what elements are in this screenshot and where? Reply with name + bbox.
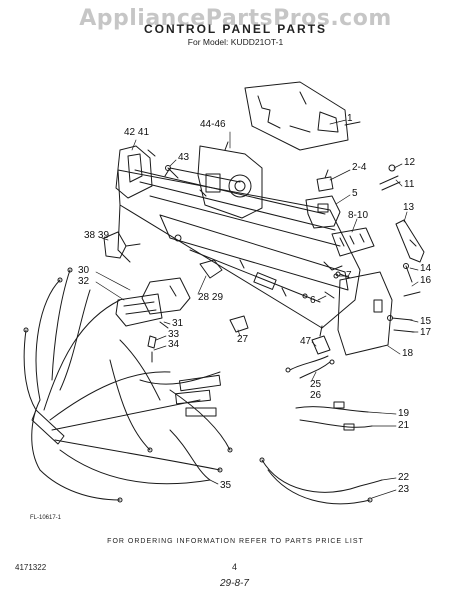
callout-6: 6: [310, 295, 316, 306]
callout-38-39: 38 39: [84, 230, 110, 241]
part-44-46-switch-assembly: [197, 141, 263, 219]
callout-2-4: 2-4: [352, 162, 367, 173]
callout-31: 31: [172, 318, 184, 329]
part-27-knob: [229, 315, 249, 333]
callout-13: 13: [403, 202, 415, 213]
callout-18: 18: [402, 348, 414, 359]
callout-5: 5: [352, 188, 358, 199]
callout-17: 17: [420, 327, 432, 338]
main-control-console: [117, 167, 361, 329]
part-2-4-switch: [316, 169, 334, 192]
callout-32: 32: [78, 276, 90, 287]
model-subtitle: For Model: KUDD21OT-1: [187, 37, 284, 47]
part-30-32-light-housing: [115, 277, 191, 327]
part-13-latch: [395, 219, 425, 263]
callout-44-46: 44-46: [200, 119, 226, 130]
ordering-note: FOR ORDERING INFORMATION REFER TO PARTS …: [107, 538, 364, 545]
callout-28-29: 28 29: [198, 292, 224, 303]
callout-8-10: 8-10: [348, 210, 369, 221]
part-41-42-side-bracket: [115, 145, 156, 199]
part-28-29-clip: [199, 259, 223, 279]
callout-12: 12: [404, 157, 416, 168]
callout-33: 33: [168, 329, 180, 340]
callout-42-41: 42 41: [124, 127, 150, 138]
part-25-26-harness-leads: [285, 355, 335, 379]
callout-11: 11: [404, 179, 415, 190]
callout-30: 30: [78, 265, 90, 276]
part-15-17-screws: [387, 315, 415, 333]
callout-26: 26: [310, 390, 322, 401]
part-18-end-cap: [337, 271, 393, 356]
part-11-12-fasteners: [379, 164, 401, 191]
part-43-screw: [165, 165, 179, 179]
part-14-16-screws: [403, 263, 421, 297]
part-22-23-wire-leads: [259, 457, 383, 505]
document-number: 4171322: [15, 563, 47, 572]
callout-34: 34: [168, 339, 180, 350]
callout-47: 47: [300, 336, 312, 347]
callout-15: 15: [420, 316, 432, 327]
callout-1: 1: [347, 113, 353, 124]
part-5-clip: [305, 195, 341, 229]
callout-22: 22: [398, 472, 410, 483]
figure-code: FL-10617-1: [30, 515, 62, 521]
part-47-clip: [311, 325, 331, 355]
callout-25: 25: [310, 379, 322, 390]
part-35-main-wiring-harness: [23, 267, 233, 503]
callout-35: 35: [220, 480, 232, 491]
revision-date: 29-8-7: [220, 578, 249, 589]
part-31-33-34-fasteners: [147, 321, 169, 363]
callout-7: 7: [346, 270, 352, 281]
callout-23: 23: [398, 484, 410, 495]
callout-21: 21: [398, 420, 410, 431]
callout-19: 19: [398, 408, 410, 419]
page-number: 4: [232, 562, 238, 572]
callout-43: 43: [178, 152, 190, 163]
part-19-21-wire-leads: [295, 401, 373, 431]
callout-leader-lines: [95, 119, 419, 499]
part-1-back-panel: [244, 81, 361, 151]
callout-14: 14: [420, 263, 432, 274]
watermark: AppliancePartsPros.com: [79, 6, 392, 31]
diagram-title: CONTROL PANEL PARTS: [143, 22, 328, 36]
callout-16: 16: [420, 275, 432, 286]
callout-27: 27: [237, 334, 249, 345]
part-38-39-knob: [103, 231, 141, 259]
